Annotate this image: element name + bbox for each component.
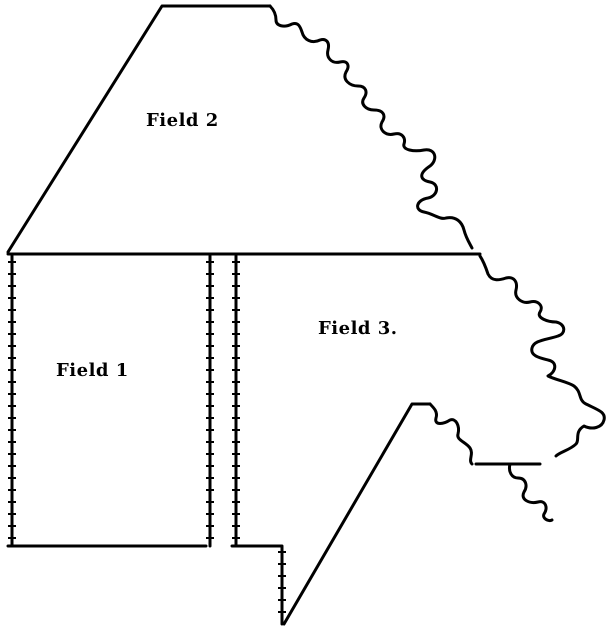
field-3-outer-wavy-boundary [478,254,606,458]
field-3-diagonal-edge [282,402,432,626]
field-2-shape [6,4,482,256]
field-3-left-hatching [232,261,240,539]
field-2-wavy-boundary [268,4,474,250]
field-1-label: Field 1 [56,360,129,381]
field-1-left-hatching [8,261,16,539]
field-3-inner-wavy-boundary [428,402,474,466]
field-1-right-hatching [206,261,214,539]
field-3-step-hatching [278,551,286,613]
field-3-label: Field 3. [318,318,398,339]
field-2-label: Field 2 [146,110,219,131]
field-1-shape [6,254,214,548]
field-3-lower-wavy-boundary [508,462,554,522]
field-3-bottom-step [230,544,284,626]
field-2-left-edge [6,4,272,254]
field-3-shape [230,254,606,626]
